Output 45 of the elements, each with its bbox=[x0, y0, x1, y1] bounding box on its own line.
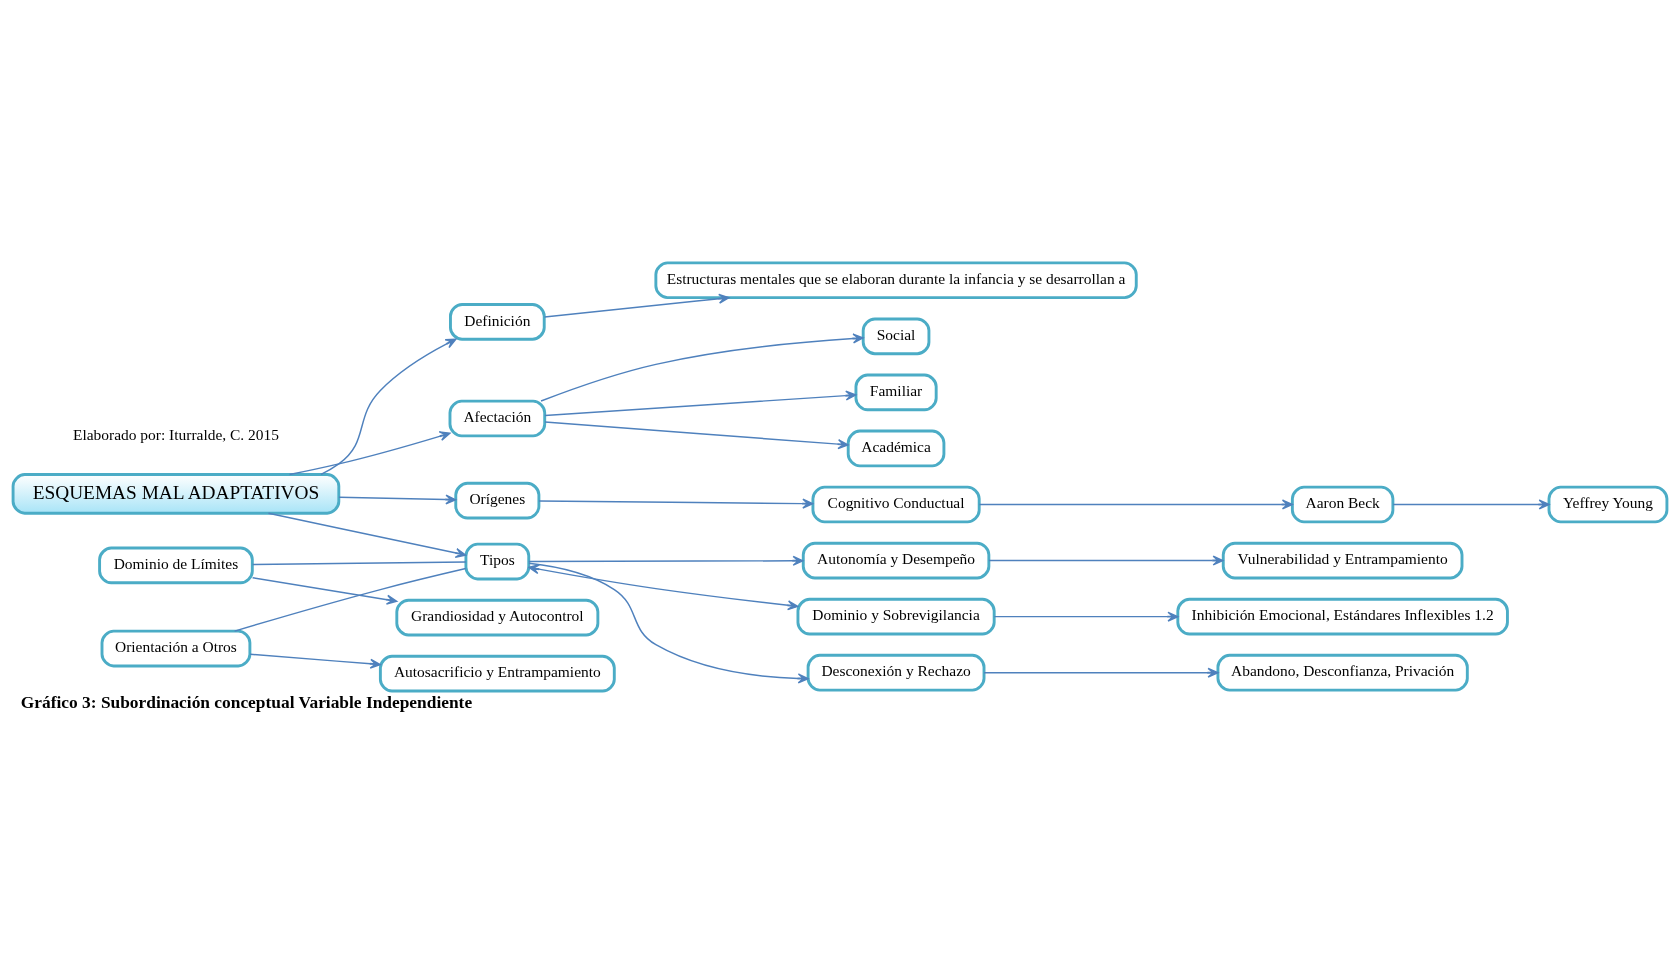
arrow bbox=[978, 498, 1293, 510]
node-box: Definición bbox=[449, 302, 546, 341]
node-box: ESQUEMAS MAL ADAPTATIVOS bbox=[11, 472, 341, 515]
node-box: Tipos bbox=[464, 542, 531, 580]
arrow bbox=[267, 512, 467, 558]
node-box: Orientación a Otros bbox=[100, 629, 252, 667]
arrow bbox=[288, 430, 451, 475]
arrow bbox=[543, 293, 730, 318]
node-box: Social bbox=[861, 317, 931, 355]
arrow bbox=[544, 390, 857, 416]
node-box: Abandono, Desconfianza, Privación bbox=[1216, 653, 1469, 692]
node-box: Familiar bbox=[854, 373, 938, 411]
node-box: Orígenes bbox=[454, 481, 541, 519]
arrow bbox=[320, 338, 457, 475]
node-box: Desconexión y Rechazo bbox=[806, 653, 986, 692]
arrow bbox=[528, 562, 809, 683]
node-box: Aaron Beck bbox=[1290, 485, 1395, 523]
node-box: Afectación bbox=[448, 399, 547, 437]
node-box: Cognitivo Conductual bbox=[811, 485, 981, 523]
arrow bbox=[993, 611, 1179, 622]
node-box: Vulnerabilidad y Entrampamiento bbox=[1221, 541, 1464, 579]
node-box: Grandiosidad y Autocontrol bbox=[395, 598, 600, 636]
arrow bbox=[544, 420, 849, 449]
connector bbox=[251, 560, 467, 565]
caption: Gráfico 3: Subordinación conceptual Variable Independiente bbox=[20, 692, 473, 712]
arrow bbox=[538, 498, 814, 509]
arrow bbox=[528, 563, 799, 610]
arrow bbox=[528, 555, 804, 566]
arrow bbox=[251, 576, 398, 605]
node-box: Estructuras mentales que se elaboran durante la infancia y se desarrollan a bbox=[654, 260, 1138, 299]
connector bbox=[233, 567, 467, 632]
arrow bbox=[1392, 498, 1550, 510]
node-box: Inhibición Emocional, Estándares Inflexibles 1.2 bbox=[1176, 597, 1509, 635]
arrow bbox=[540, 332, 864, 402]
arrow bbox=[983, 667, 1219, 678]
node-box: Académica bbox=[846, 429, 946, 467]
node-box: Dominio de Límites bbox=[98, 546, 254, 584]
label: Elaborado por: Iturralde, C. 2015 bbox=[72, 425, 279, 443]
node-box: Autosacrificio y Entrampamiento bbox=[378, 654, 616, 693]
arrow bbox=[988, 555, 1224, 566]
node-box: Dominio y Sobrevigilancia bbox=[796, 597, 996, 635]
arrow bbox=[249, 653, 381, 669]
node-box: Autonomía y Desempeño bbox=[801, 541, 991, 579]
node-box: Yeffrey Young bbox=[1547, 485, 1669, 523]
arrow bbox=[338, 494, 457, 505]
